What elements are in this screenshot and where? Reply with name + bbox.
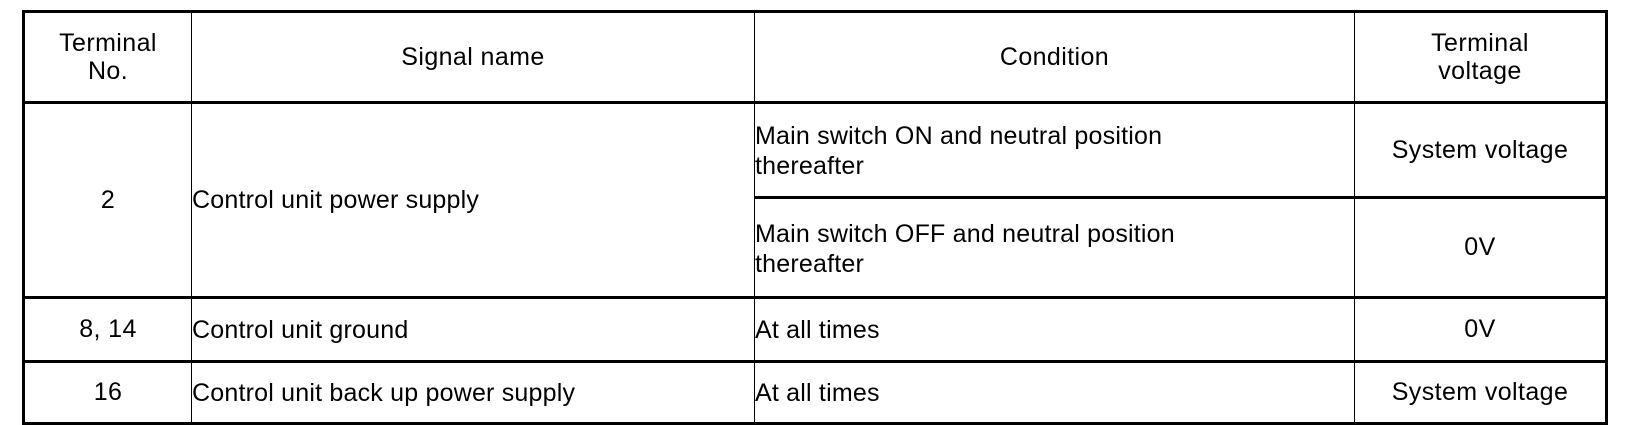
cell-signal-name: Control unit power supply	[191, 102, 755, 298]
cell-terminal-no: 16	[23, 360, 192, 424]
terminal-no-value: 16	[93, 378, 123, 406]
condition-value-line2: thereafter	[755, 152, 865, 180]
document-page: Terminal No. Signal name Condition Termi…	[22, 10, 1608, 425]
column-header-terminal-voltage: Terminal voltage	[1354, 11, 1607, 104]
cell-condition: Main switch OFF and neutral position the…	[754, 196, 1355, 298]
condition-value-line1: Main switch ON and neutral position	[755, 122, 1163, 150]
terminal-no-value: 8, 14	[79, 315, 137, 343]
condition-value-line1: Main switch OFF and neutral position	[755, 219, 1175, 248]
column-header-condition-line1: Condition	[999, 42, 1110, 71]
signal-name-value: Control unit back up power supply	[192, 378, 576, 407]
terminal-voltage-value: System voltage	[1391, 135, 1569, 164]
cell-terminal-no: 8, 14	[23, 296, 192, 362]
cell-terminal-voltage: 0V	[1354, 196, 1607, 298]
cell-condition: Main switch ON and neutral position ther…	[754, 102, 1355, 198]
terminal-voltage-value: System voltage	[1391, 378, 1569, 406]
cell-condition: At all times	[754, 296, 1355, 362]
cell-terminal-voltage: System voltage	[1354, 102, 1607, 198]
table-row: 2 Control unit power supply Main switch …	[23, 102, 1607, 298]
table-row: Main switch OFF and neutral position the…	[24, 196, 1607, 298]
column-header-condition: Condition	[754, 11, 1355, 104]
table-header-row: Terminal No. Signal name Condition Termi…	[23, 11, 1607, 104]
cell-terminal-voltage: System voltage	[1354, 360, 1607, 424]
column-header-terminal-no: Terminal No.	[23, 11, 192, 104]
terminal-voltage-value: 0V	[1464, 233, 1496, 261]
signal-name-value: Control unit ground	[192, 315, 409, 344]
column-header-terminal-voltage-line2: voltage	[1438, 57, 1522, 85]
condition-value-line2: thereafter	[755, 249, 865, 278]
signal-name-value: Control unit power supply	[192, 186, 480, 214]
cell-condition: At all times	[754, 360, 1355, 424]
cell-signal-name: Control unit back up power supply	[191, 360, 755, 424]
table-row: 8, 14 Control unit ground At all times 0…	[23, 296, 1607, 362]
condition-value-line1: At all times	[755, 315, 880, 344]
cell-terminal-voltage: 0V	[1354, 296, 1607, 362]
column-header-terminal-no-line2: No.	[87, 57, 129, 85]
cell-signal-name: Control unit ground	[191, 296, 755, 362]
terminal-voltage-value: 0V	[1464, 315, 1496, 343]
column-header-signal-name: Signal name	[191, 11, 755, 104]
column-header-terminal-no-line1: Terminal	[59, 28, 157, 57]
terminal-voltage-table-wrapper: Terminal No. Signal name Condition Termi…	[22, 10, 1608, 425]
terminal-no-value: 2	[100, 185, 116, 214]
column-header-signal-name-line1: Signal name	[401, 42, 545, 71]
column-header-terminal-voltage-line1: Terminal	[1431, 28, 1529, 57]
cell-terminal-no: 2	[23, 102, 192, 298]
terminal-voltage-table: Terminal No. Signal name Condition Termi…	[22, 10, 1608, 425]
condition-value-line1: At all times	[755, 378, 880, 407]
table-row: 16 Control unit back up power supply At …	[23, 360, 1607, 424]
